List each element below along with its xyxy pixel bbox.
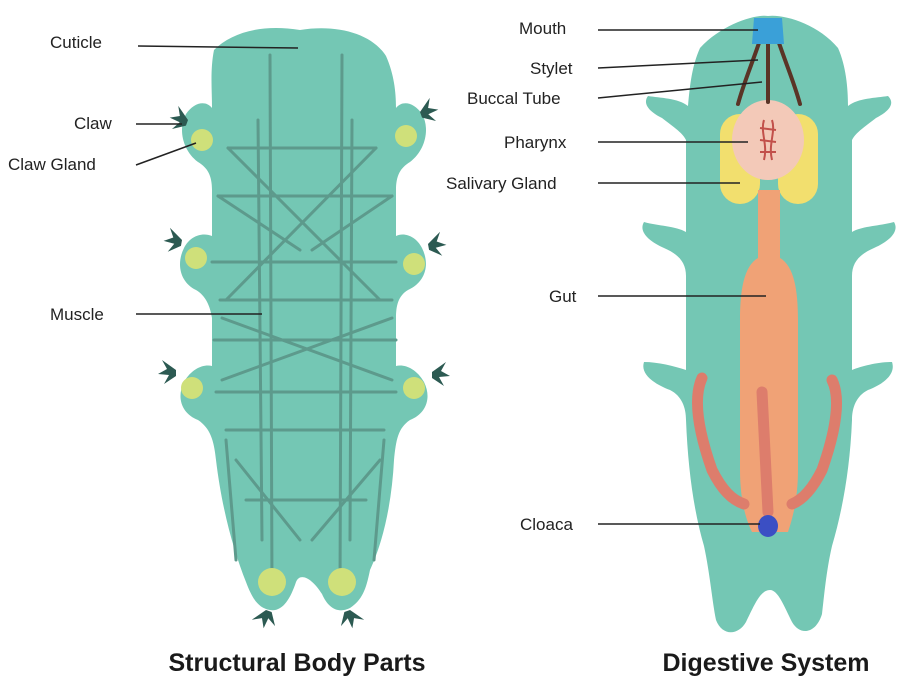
cloaca-label: Cloaca	[520, 515, 573, 534]
claw-label: Claw	[74, 114, 113, 133]
claw-gland	[191, 129, 213, 151]
mouth-label: Mouth	[519, 19, 566, 38]
stylet-label: Stylet	[530, 59, 573, 78]
structural-caption: Structural Body Parts	[168, 649, 425, 677]
claw-gland	[395, 125, 417, 147]
claw-gland-leader	[136, 143, 196, 165]
digestive-caption: Digestive System	[662, 649, 869, 677]
claw-gland	[258, 568, 286, 596]
cloaca	[758, 515, 778, 537]
claw-gland	[181, 377, 203, 399]
pharynx-label: Pharynx	[504, 133, 567, 152]
claw	[158, 360, 176, 384]
claw	[426, 231, 448, 258]
claw-gland	[403, 253, 425, 275]
claw	[432, 362, 450, 386]
buccal-tube-label: Buccal Tube	[467, 89, 561, 108]
salivary-gland-label: Salivary Gland	[446, 174, 557, 193]
claw-gland	[403, 377, 425, 399]
muscle-label: Muscle	[50, 305, 104, 324]
claw	[250, 607, 279, 632]
claw	[162, 227, 184, 254]
mouth	[752, 18, 784, 44]
claw-gland	[328, 568, 356, 596]
gut-label: Gut	[549, 287, 577, 306]
digestive-body-figure: Mouth Stylet Buccal Tube Pharynx Salivar…	[446, 16, 896, 677]
structural-body-figure: Cuticle Claw Claw Gland Muscle Structura…	[8, 28, 450, 677]
claw-gland-label: Claw Gland	[8, 155, 96, 174]
claw	[337, 607, 366, 632]
cuticle-label: Cuticle	[50, 33, 102, 52]
claw-gland	[185, 247, 207, 269]
